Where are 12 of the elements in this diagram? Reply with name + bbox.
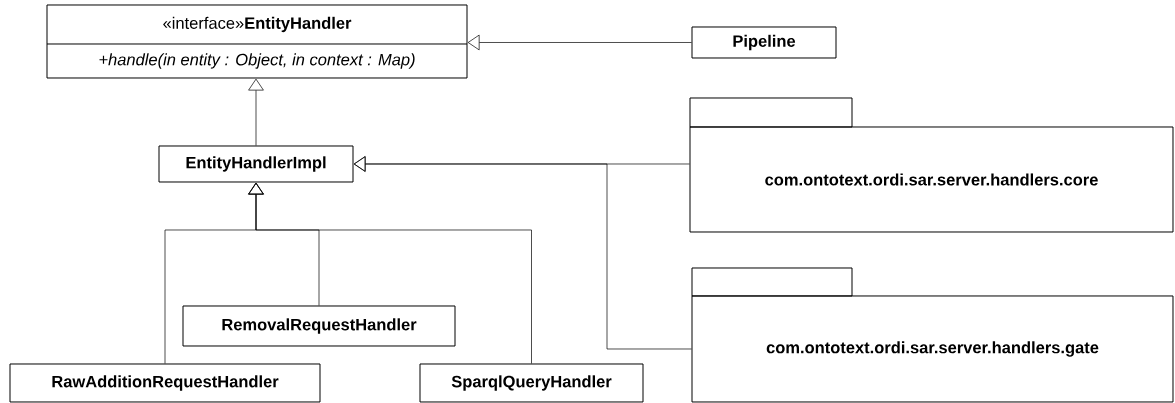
class-box: SparqlQueryHandler — [419, 363, 644, 403]
class-box: RemovalRequestHandler — [182, 305, 456, 347]
class-box: RawAdditionRequestHandler — [9, 363, 321, 403]
package-box: com.ontotext.ordi.sar.server.handlers.core — [689, 97, 1174, 233]
inheritance-arrow — [467, 34, 692, 51]
class-box: EntityHandlerImpl — [158, 145, 354, 183]
interface-box: «interface»EntityHandler +handle(in entity : Object, in context : Map) — [46, 4, 468, 79]
package-box: com.ontotext.ordi.sar.server.handlers.gate — [691, 267, 1174, 403]
inheritance-arrow — [353, 156, 692, 350]
class-box: Pipeline — [691, 26, 837, 59]
inheritance-arrow — [248, 78, 264, 146]
inheritance-arrow — [248, 182, 532, 364]
